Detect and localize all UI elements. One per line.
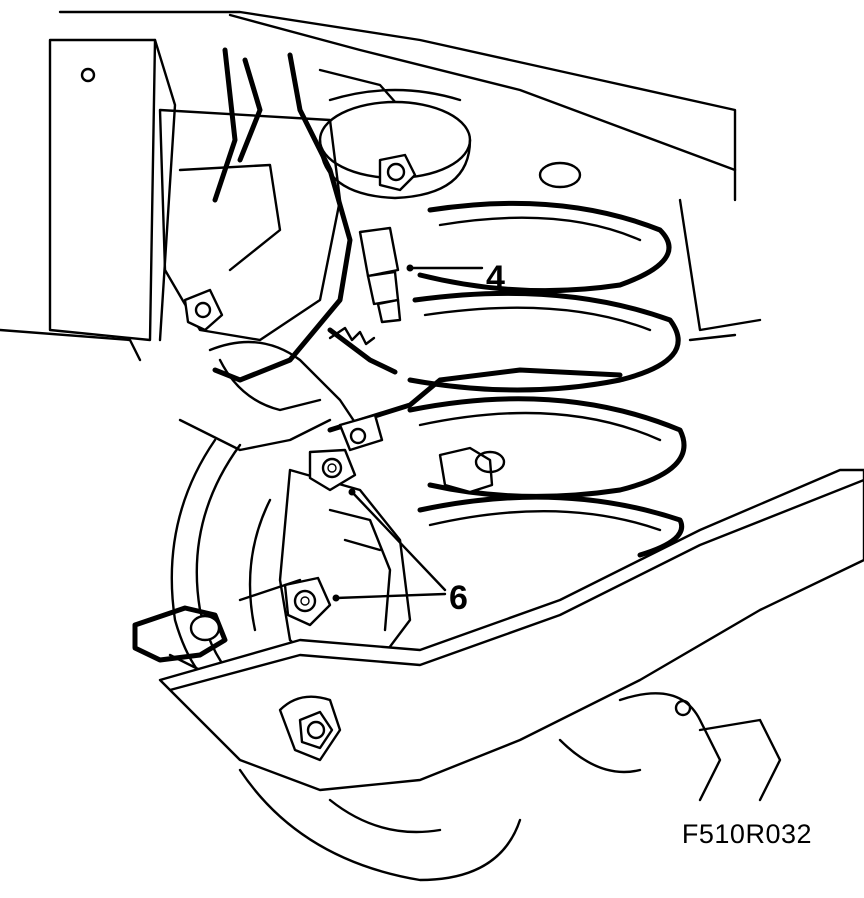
strut <box>678 198 762 342</box>
callout-6: 6 <box>449 579 468 617</box>
lower-control-arm <box>158 468 864 792</box>
figure-code: F510R032 <box>681 819 812 849</box>
brake-caliper <box>278 448 412 672</box>
wheel-knuckle <box>158 108 362 452</box>
sensor-connector <box>358 226 402 324</box>
abs-sensor <box>132 578 302 672</box>
brake-hose <box>212 47 398 412</box>
coil-spring <box>407 161 687 558</box>
stabilizer-link <box>327 367 623 494</box>
callout-4: 4 <box>486 259 505 297</box>
leader-lines <box>332 264 484 602</box>
lower-wheel <box>238 692 782 882</box>
spring-seat <box>318 88 472 200</box>
